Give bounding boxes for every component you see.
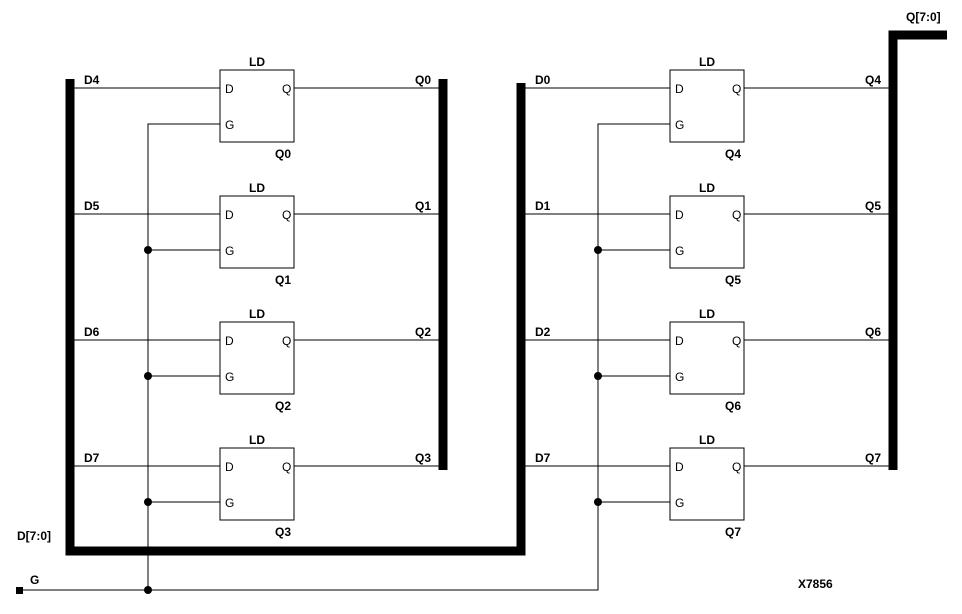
output-net-label: Q3 [415, 451, 431, 465]
pin-g-label: G [675, 244, 684, 258]
g-net [23, 123, 670, 591]
instance-label: Q7 [725, 525, 741, 539]
pin-d-label: D [225, 334, 234, 348]
pin-q-label: Q [282, 208, 291, 222]
pin-g-label: G [675, 370, 684, 384]
latch-type-label: LD [699, 433, 715, 447]
g-junction [144, 586, 152, 594]
pin-g-label: G [225, 118, 234, 132]
pin-d-label: D [675, 334, 684, 348]
instance-label: Q0 [275, 147, 291, 161]
instance-label: Q2 [275, 399, 291, 413]
g-branch-junction [594, 498, 602, 506]
pin-q-label: Q [732, 334, 741, 348]
latch-type-label: LD [699, 181, 715, 195]
latch-type-label: LD [249, 307, 265, 321]
pin-g-label: G [225, 370, 234, 384]
instance-label: Q5 [725, 273, 741, 287]
input-net-label: D6 [84, 325, 100, 339]
gate-label: G [30, 573, 39, 587]
pin-q-label: Q [732, 208, 741, 222]
latch-type-label: LD [249, 433, 265, 447]
input-net-label: D0 [535, 73, 551, 87]
pin-g-label: G [675, 496, 684, 510]
pin-d-label: D [675, 82, 684, 96]
bus-d-left [65, 79, 526, 556]
pin-q-label: Q [732, 82, 741, 96]
g-branch-junction [144, 246, 152, 254]
latch-box [669, 195, 745, 269]
pin-d-label: D [225, 82, 234, 96]
output-net-label: Q1 [415, 199, 431, 213]
output-net-label: Q6 [865, 325, 881, 339]
latch-box [219, 69, 295, 143]
pin-g-label: G [225, 244, 234, 258]
instance-label: Q6 [725, 399, 741, 413]
figure-id: X7856 [798, 577, 833, 591]
pin-g-label: G [225, 496, 234, 510]
pin-d-label: D [675, 460, 684, 474]
pin-q-label: Q [282, 334, 291, 348]
pin-q-label: Q [732, 460, 741, 474]
g-branch-junction [144, 498, 152, 506]
latch-type-label: LD [699, 307, 715, 321]
input-net-label: D1 [535, 199, 551, 213]
pin-d-label: D [225, 208, 234, 222]
g-branch-junction [594, 246, 602, 254]
latch-type-label: LD [249, 55, 265, 69]
input-net-label: D4 [84, 73, 100, 87]
g-branch-junction [144, 372, 152, 380]
pin-d-label: D [675, 208, 684, 222]
input-net-label: D7 [535, 451, 551, 465]
latch-box [669, 447, 745, 521]
bus-out-label: Q[7:0] [906, 10, 941, 24]
output-net-label: Q4 [865, 73, 881, 87]
latch-box [219, 321, 295, 395]
instance-label: Q4 [725, 147, 741, 161]
pin-g-label: G [675, 118, 684, 132]
g-branch-junction [594, 372, 602, 380]
latch-box [669, 321, 745, 395]
g-net-left-trunk [147, 123, 220, 590]
pin-q-label: Q [282, 82, 291, 96]
output-net-label: Q5 [865, 199, 881, 213]
latch-box [219, 195, 295, 269]
output-net-label: Q0 [415, 73, 431, 87]
input-net-label: D7 [84, 451, 100, 465]
latch-type-label: LD [249, 181, 265, 195]
input-net-label: D2 [535, 325, 551, 339]
instance-label: Q1 [275, 273, 291, 287]
pin-q-label: Q [282, 460, 291, 474]
latch-box [669, 69, 745, 143]
bus-in-label: D[7:0] [17, 529, 51, 543]
pin-d-label: D [225, 460, 234, 474]
output-net-label: Q7 [865, 451, 881, 465]
g-input-terminal [16, 587, 23, 594]
latch-type-label: LD [699, 55, 715, 69]
instance-label: Q3 [275, 525, 291, 539]
input-net-label: D5 [84, 199, 100, 213]
latch-box [219, 447, 295, 521]
output-net-label: Q2 [415, 325, 431, 339]
bus-q-right [888, 30, 947, 470]
